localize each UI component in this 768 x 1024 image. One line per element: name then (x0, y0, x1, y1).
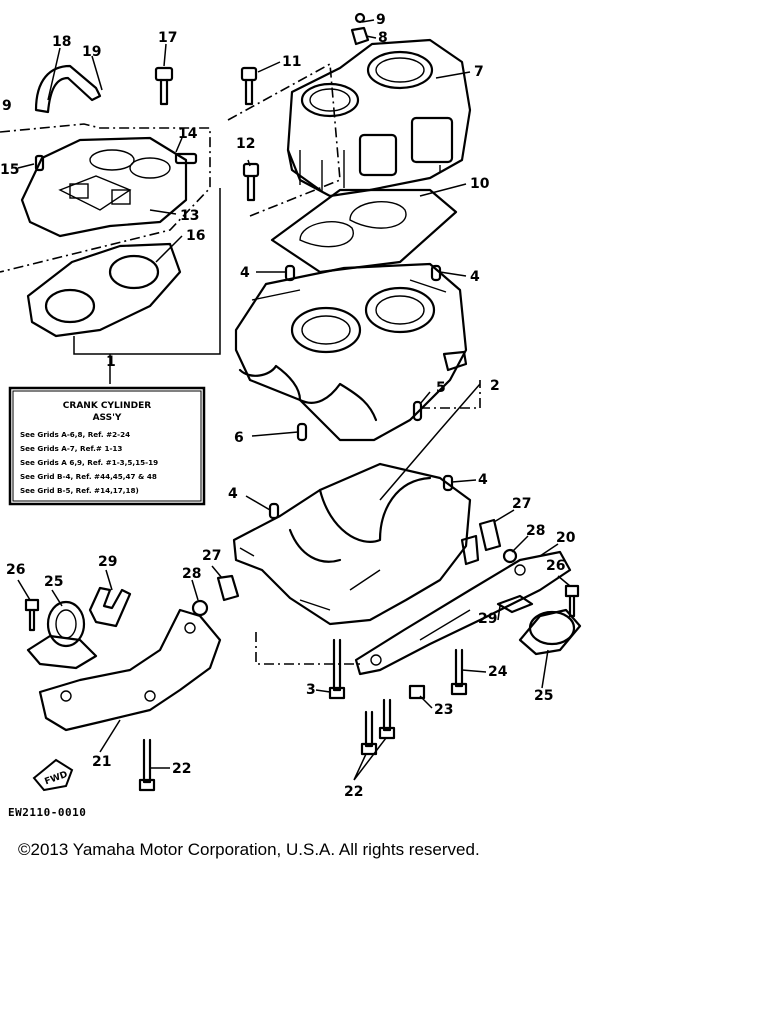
callout-label: 1 (106, 354, 116, 370)
info-box-text: CRANK CYLINDER ASS'Y (63, 401, 151, 423)
callout-label: 9 (2, 98, 12, 114)
drawing-code: EW2110-0010 (8, 806, 87, 819)
info-line: See Grid B-4, Ref. #44,45,47 & 48 (20, 472, 157, 481)
head-cover-part (20, 136, 188, 238)
info-line: See Grids A 6,9, Ref. #1-3,5,15-19 (20, 458, 158, 467)
dowel-pin-4b (430, 264, 442, 282)
copyright-notice: ©2013 Yamaha Motor Corporation, U.S.A. A… (18, 840, 480, 859)
plug-part (350, 12, 370, 46)
callout-numbers: 18 19 17 9 9 8 7 11 14 15 13 16 12 10 4 … (0, 12, 576, 800)
callout-label: 6 (234, 430, 244, 446)
callout-label: 23 (434, 702, 453, 718)
shim-29a (88, 586, 132, 628)
bolt-11-part (240, 66, 258, 106)
callout-label: 7 (474, 64, 484, 80)
callout-label: 25 (534, 688, 553, 704)
ref-line-c (420, 380, 481, 409)
callout-label: 26 (546, 558, 565, 574)
callout-label: 3 (306, 682, 316, 698)
callout-label: 27 (202, 548, 221, 564)
callout-label: 21 (92, 754, 111, 770)
callout-label: 4 (228, 486, 238, 502)
callout-label: 14 (178, 126, 198, 142)
washer-28b (502, 548, 518, 564)
hose-part (34, 64, 102, 114)
cylinder-head-part (286, 38, 472, 198)
bolt-27b (478, 518, 502, 552)
ref-line-a (227, 62, 341, 217)
head-gasket-part (26, 242, 182, 338)
callout-label: 19 (82, 44, 101, 60)
bolt-3 (328, 638, 346, 700)
callout-label: 28 (182, 566, 201, 582)
pin-14-part (174, 152, 198, 165)
callout-label: 24 (488, 664, 508, 680)
callout-label: 10 (470, 176, 490, 192)
bolt-22a (138, 738, 156, 792)
pin-5-part (412, 400, 423, 422)
callout-label: 16 (186, 228, 205, 244)
bolt-24 (450, 648, 468, 696)
leader-lines (17, 19, 571, 781)
bolt-26a (24, 598, 40, 632)
callout-label: 4 (470, 269, 480, 285)
info-line: See Grids A-6,8, Ref. #2-24 (20, 430, 130, 439)
ref-line-b (255, 632, 360, 665)
info-line: See Grid B-5, Ref. #14,17,18) (20, 486, 139, 495)
callout-label: 22 (172, 761, 191, 777)
rubber-mount-25b (518, 608, 582, 656)
callout-label: 17 (158, 30, 177, 46)
upper-crankcase-part (234, 262, 468, 442)
pin-15-part (34, 154, 45, 172)
callout-label: 28 (526, 523, 545, 539)
rubber-mount-25a (26, 600, 98, 670)
callout-label: 12 (236, 136, 255, 152)
callout-label: 18 (52, 34, 71, 50)
callout-label: 26 (6, 562, 25, 578)
info-line: See Grids A-7, Ref.# 1-13 (20, 444, 122, 453)
callout-label: 5 (436, 380, 446, 396)
bolt-23 (408, 684, 426, 700)
engine-mount-bracket-20 (354, 550, 572, 676)
cylinder-gasket-part (270, 188, 458, 274)
engine-mount-bracket-21 (38, 608, 222, 732)
callout-label: 4 (240, 265, 250, 281)
info-box-title: CRANK CYLINDER (63, 401, 151, 411)
bolt-12-part (242, 162, 260, 202)
callout-label: 27 (512, 496, 531, 512)
bolt-17-part (154, 66, 174, 106)
fwd-arrow-icon (32, 758, 74, 792)
info-box (8, 386, 206, 506)
callout-label: 9 (376, 12, 386, 28)
callout-label: 8 (378, 30, 388, 46)
dowel-pin-4d (442, 474, 454, 492)
bolt-22b (360, 710, 378, 756)
callout-label: 2 (490, 378, 500, 394)
dowel-pin-4c (268, 502, 280, 520)
pin-6-part (296, 422, 308, 442)
callout-label: 29 (478, 611, 497, 627)
washer-28a (191, 599, 209, 617)
callout-label: 25 (44, 574, 63, 590)
dowel-pin-4a (284, 264, 296, 282)
callout-label: 13 (180, 208, 199, 224)
callout-label: 15 (0, 162, 19, 178)
info-box-subtitle: ASS'Y (93, 413, 122, 423)
bolt-26b (564, 584, 580, 618)
callout-label: 29 (98, 554, 117, 570)
shim-29b (496, 594, 534, 614)
assembly-dashed-box (0, 123, 211, 273)
bolt-27a (216, 574, 240, 602)
info-box-lines: See Grids A-6,8, Ref. #2-24 See Grids A-… (20, 430, 158, 495)
callout-label: 22 (344, 784, 363, 800)
callout-label: 4 (478, 472, 488, 488)
callout-label: 11 (282, 54, 301, 70)
bolt-22c (378, 698, 396, 740)
callout-label: 20 (556, 530, 576, 546)
lower-crankcase-part (232, 462, 480, 626)
assembly-bracket-line (73, 188, 221, 355)
